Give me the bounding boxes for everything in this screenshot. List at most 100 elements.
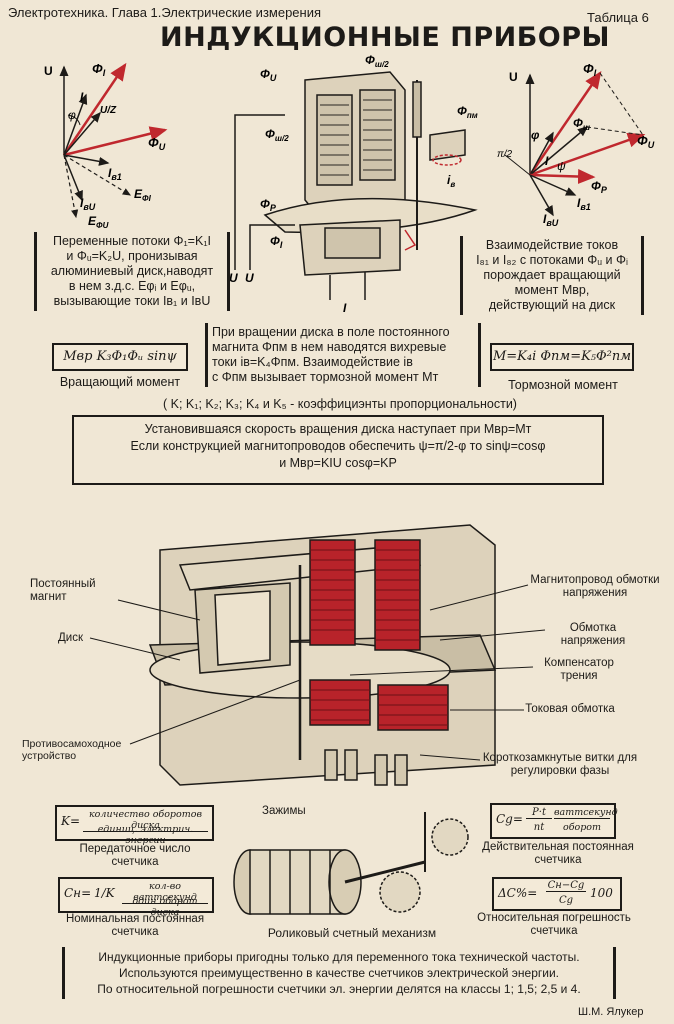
formula-cn-den: один оборот диска xyxy=(132,896,198,918)
label-phi-u: ΦU xyxy=(148,135,166,152)
footer-note: Индукционные приборы пригодны только для… xyxy=(62,947,616,999)
vector-diagram-right: U ΦI Φш ΦU π/2 φ ψ I ΦP Iв1 IвU xyxy=(497,61,655,228)
text-left-line: алюминиевый диск,наводят xyxy=(50,264,214,278)
label-actual-constant: Действительная постоянная счетчика xyxy=(482,841,634,866)
label-nominal-constant: Номинальная постоянная счетчика xyxy=(65,913,205,938)
label-u-over-z: U/Z xyxy=(100,105,117,116)
label-brake: Тормозной момент xyxy=(508,378,618,392)
text-right-line: момент Mвр, xyxy=(514,283,590,297)
text-right-line: I₈₁ и I₈₂ с потоками Φᵤ и Φᵢ xyxy=(476,253,628,267)
label-psi: ψ xyxy=(557,159,566,173)
formula-cg-num: P·t xyxy=(526,807,552,819)
text-center-description: При вращении диска в поле постоянного ма… xyxy=(205,323,481,387)
label-disk: Диск xyxy=(58,632,83,644)
label-phi-p-center: ΦP xyxy=(260,197,277,213)
label-anti-creep: Противосамоходное устройство xyxy=(22,738,122,762)
formula-cn-num: кол-во ваттсекунд xyxy=(122,881,208,904)
roller-mechanism xyxy=(233,812,469,915)
text-left-line: и Φᵤ=K₂U, пронизывая xyxy=(66,249,198,263)
text-left-description: Переменные потоки Φ₁=K₁I и Φᵤ=K₂U, прони… xyxy=(34,232,230,311)
formula-dc-num: Cн−Cg xyxy=(546,880,586,892)
formula-dc-lhs: ΔC%= xyxy=(498,886,538,900)
text-right-description: Взаимодействие токов I₈₁ и I₈₂ с потокам… xyxy=(460,236,644,315)
label-phi-i-right: ΦI xyxy=(583,61,597,78)
text-right-line: порождает вращающий xyxy=(483,268,621,282)
label-phi-sh-top: Φш/2 xyxy=(365,53,389,69)
formula-cg-den: nt xyxy=(533,822,545,833)
label-e-phi-u: EΦU xyxy=(88,214,109,230)
electromagnet-diagram: Φш/2 ΦU Φш/2 ΦP ΦI Φпм iв U U I xyxy=(229,53,478,315)
label-relative-error: Относительная погрешность счетчика xyxy=(477,912,631,937)
label-phi: φ xyxy=(68,108,76,122)
text-left-line: вызывающие токи Iв₁ и IвU xyxy=(53,294,211,308)
label-phi-i: ΦI xyxy=(92,61,106,78)
label-friction-compensator: Компенсатор трения xyxy=(544,657,614,682)
label-u-right: U xyxy=(509,70,518,84)
label-voltage-coil: Обмотка напряжения xyxy=(560,622,626,647)
header-chapter: Электротехника. Глава 1.Электрические из… xyxy=(8,5,322,20)
label-e-phi-i: EΦI xyxy=(134,187,152,203)
steady-line: и Mвр=KIU cosφ=KP xyxy=(279,456,397,470)
label-phi-sh-right: Φш xyxy=(573,116,590,132)
text-right-line: действующий на диск xyxy=(488,298,616,312)
label-permanent-magnet: Постоянный магнит xyxy=(30,578,96,603)
formula-dc-den: Cg xyxy=(558,895,574,906)
label-current-coil: Токовая обмотка xyxy=(525,703,615,715)
label-phi-u-right: ΦU xyxy=(637,133,655,150)
formula-cg-unit-den: оборот xyxy=(562,822,602,833)
page-title: ИНДУКЦИОННЫЕ ПРИБОРЫ xyxy=(160,22,611,53)
label-i-b1: Iв1 xyxy=(108,166,122,182)
formula-cg-lhs: Cg= xyxy=(496,812,523,826)
label-i-bu-right: IвU xyxy=(543,212,559,228)
author: Ш.М. Ялукер xyxy=(578,1006,644,1018)
formula-cg: Cg= P·t nt ваттсекунд оборот xyxy=(490,803,618,839)
text-right-line: Взаимодействие токов xyxy=(485,238,619,252)
label-torque: Вращающий момент xyxy=(59,375,181,389)
steady-line: Установившаяся скорость вращения диска н… xyxy=(144,422,532,436)
formula-torque: Mвр K₃Φ₁Φᵤ sinψ xyxy=(52,343,188,371)
label-i-terminal: I xyxy=(343,301,347,315)
label-transmission-ratio: Передаточное число счетчика xyxy=(79,843,191,868)
label-shorted-turns: Короткозамкнутые витки для регулировки ф… xyxy=(482,752,638,777)
footer-line: Индукционные приборы пригодны только для… xyxy=(98,950,580,964)
header-table-number: Таблица 6 xyxy=(587,10,649,25)
text-center-line: токи iв=K₄Φпм. Взаимодействие iв xyxy=(212,355,413,369)
formula-cg-unit-num: ваттсекунд xyxy=(554,807,618,819)
label-phi-i-center: ΦI xyxy=(270,234,283,250)
vector-phi-i xyxy=(62,62,127,156)
text-center-line: с Φпм вызывает тормозной момент Mт xyxy=(212,370,439,384)
label-voltage-core: Магнитопровод обмотки напряжения xyxy=(530,574,660,599)
coefficients-note: ( K; K₁; K₂; K₃; K₄ и K₅ - коэффициэнты … xyxy=(163,397,517,411)
label-i: I xyxy=(80,90,84,104)
steady-state-box: Установившаяся скорость вращения диска н… xyxy=(72,415,604,485)
vector-diagram-left: U ΦI I U/Z φ ΦU Iв1 EΦI IвU EΦU xyxy=(44,61,168,230)
label-i-b1-right: Iв1 xyxy=(577,196,591,212)
label-roller-mechanism: Роликовый счетный механизм xyxy=(267,926,437,940)
label-phi-right: φ xyxy=(531,128,540,142)
label-u-terminal-1: U xyxy=(229,271,238,285)
formula-k-num: количество оборотов диска xyxy=(83,809,208,832)
footer-line: Используются преимущественно в качестве … xyxy=(118,966,560,980)
label-pi-half: π/2 xyxy=(497,149,512,160)
formula-cn-frac: 1/K xyxy=(94,886,115,900)
label-u: U xyxy=(44,64,53,78)
label-phi-pm: Φпм xyxy=(457,104,478,120)
footer-line: По относительной погрешности счетчики эл… xyxy=(97,982,581,996)
label-i-bu: IвU xyxy=(80,196,96,212)
label-terminals: Зажимы xyxy=(262,805,306,817)
vector-phi-u xyxy=(63,126,168,157)
steady-line: Если конструкцией магнитопроводов обеспе… xyxy=(130,439,546,453)
text-left-line: Переменные потоки Φ₁=K₁I xyxy=(52,234,212,248)
formula-k-lhs: K= xyxy=(61,814,81,828)
formula-delta-c: ΔC%= Cн−Cg Cg 100 xyxy=(492,877,622,911)
formula-brake: M=K₄i Φпм=K₅Φ²пм xyxy=(490,343,634,371)
formula-cn: Cн= 1/K кол-во ваттсекунд один оборот ди… xyxy=(58,877,214,918)
label-u-terminal-2: U xyxy=(245,271,254,285)
text-left-line: в нем з.д.с. Eφᵢ и Eφᵤ, xyxy=(68,279,196,293)
label-phi-p-right: ΦP xyxy=(591,179,608,195)
formula-cn-lhs: Cн= xyxy=(64,886,92,900)
label-i-b: iв xyxy=(447,173,455,189)
text-center-line: магнита Φпм в нем наводятся вихревые xyxy=(212,340,447,354)
formula-dc-tail: 100 xyxy=(590,886,613,900)
